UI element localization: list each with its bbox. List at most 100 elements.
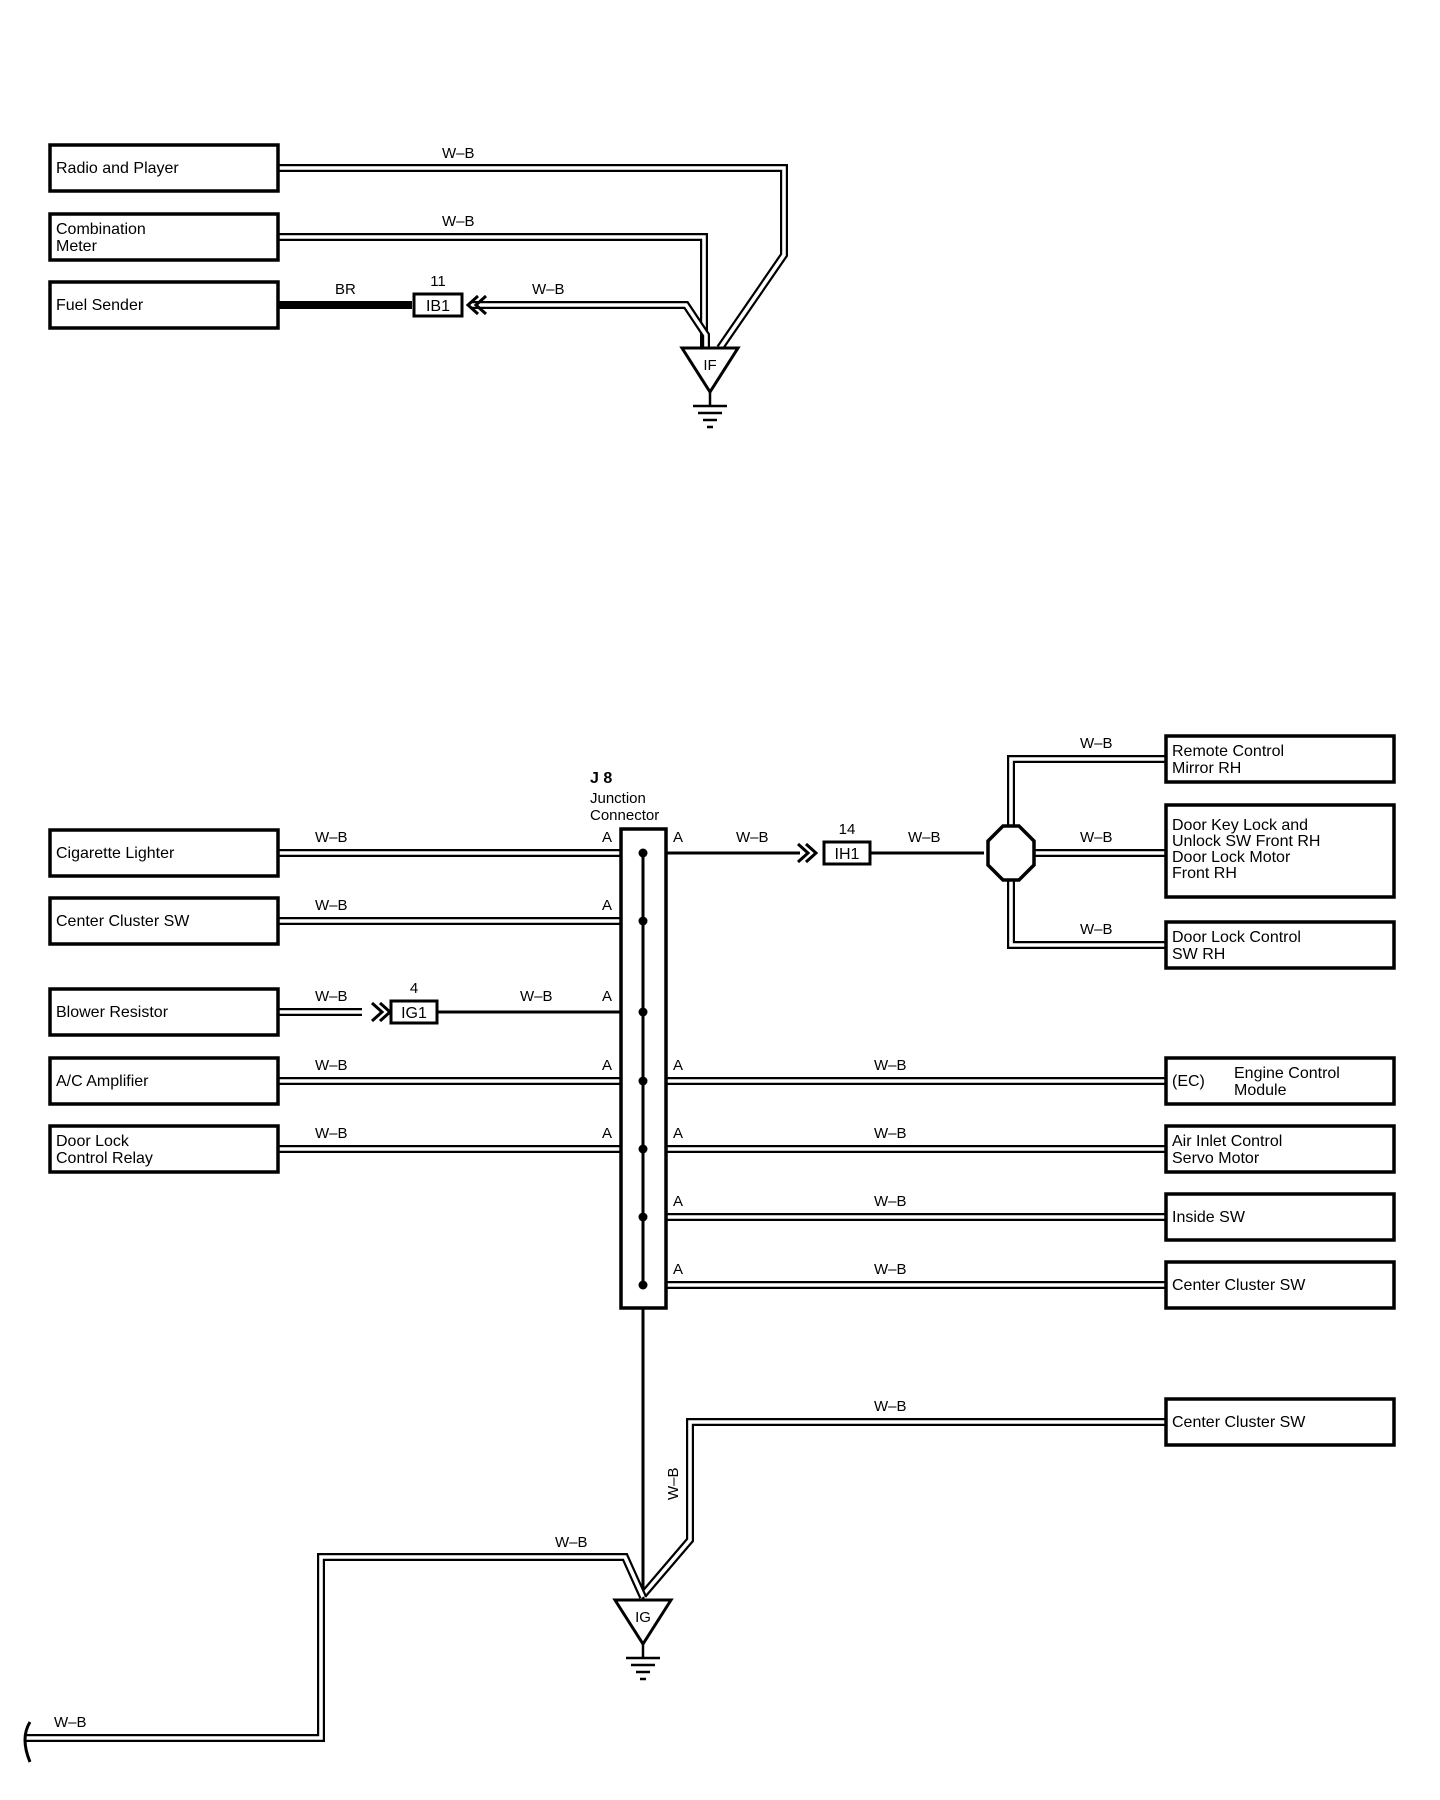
wire-label: W–B <box>1080 921 1113 938</box>
remote-mirror-box: Remote Control Mirror RH <box>1164 734 1396 784</box>
j8-pin: A <box>602 897 612 914</box>
ecm-label-2: Module <box>1234 1082 1287 1099</box>
connector-ig1-pin: 4 <box>410 980 418 997</box>
wire-label: W–B <box>315 897 348 914</box>
door-lock-sw-label-1: Door Lock Control <box>1172 929 1301 946</box>
inside-sw-label: Inside SW <box>1172 1209 1246 1226</box>
wire-label: W–B <box>315 1125 348 1142</box>
j8-pin-labels: A A A A A A A A A A <box>602 829 683 1278</box>
ecm-code: (EC) <box>1172 1073 1205 1090</box>
wire-label: W–B <box>315 829 348 846</box>
center-cluster-sw-lower-box: Center Cluster SW <box>1164 1397 1396 1447</box>
wire-label: W–B <box>874 1057 907 1074</box>
fuel-sender-label: Fuel Sender <box>56 297 144 314</box>
wire-blower-resistor <box>277 1001 644 1023</box>
radio-and-player-label: Radio and Player <box>56 160 179 177</box>
j8-pin: A <box>602 829 612 846</box>
connector-ig1-id: IG1 <box>401 1005 427 1022</box>
j8-pin: A <box>673 1193 683 1210</box>
wire-label: W–B <box>874 1125 907 1142</box>
center-cluster-sw-lower-label: Center Cluster SW <box>1172 1414 1306 1431</box>
connector-ib1: IB1 11 <box>412 273 464 318</box>
wire-label: W–B <box>520 988 553 1005</box>
ground-if-label: IF <box>703 357 716 374</box>
j8-pin: A <box>602 1057 612 1074</box>
connector-ib1-id: IB1 <box>426 298 450 315</box>
junction-dots <box>638 848 648 1290</box>
center-cluster-sw-right-box: Center Cluster SW <box>1164 1260 1396 1310</box>
ib1-arrow-icon <box>465 294 488 316</box>
ground-ig-label: IG <box>635 1609 651 1626</box>
door-lock-relay-box: Door Lock Control Relay <box>48 1124 280 1174</box>
wire-center-cluster-sw-lower <box>639 1418 1166 1598</box>
wire-label: W–B <box>1080 829 1113 846</box>
door-key-lock-label-2: Unlock SW Front RH <box>1172 833 1320 850</box>
connector-ih1-id: IH1 <box>835 846 860 863</box>
door-key-lock-label-4: Front RH <box>1172 865 1237 882</box>
junction-name-1: Junction <box>590 790 646 807</box>
door-key-lock-box: Door Key Lock and Unlock SW Front RH Doo… <box>1164 803 1396 899</box>
ground-ig-section: J 8 Junction Connector A A A A A A A A A… <box>23 734 1396 1763</box>
wire-label: W–B <box>1080 735 1113 752</box>
junction-id: J 8 <box>590 770 612 787</box>
cigarette-lighter-label: Cigarette Lighter <box>56 845 175 862</box>
radio-and-player-box: Radio and Player <box>48 143 280 193</box>
j8-pin: A <box>673 1057 683 1074</box>
inside-sw-box: Inside SW <box>1164 1192 1396 1242</box>
remote-mirror-label-2: Mirror RH <box>1172 760 1241 777</box>
ground-if-icon: IF <box>679 346 741 429</box>
ecm-label-1: Engine Control <box>1234 1065 1340 1082</box>
door-key-lock-label-3: Door Lock Motor <box>1172 849 1291 866</box>
wire-label: W–B <box>874 1193 907 1210</box>
ac-amplifier-label: A/C Amplifier <box>56 1073 149 1090</box>
door-key-lock-label-1: Door Key Lock and <box>1172 817 1308 834</box>
blower-resistor-box: Blower Resistor <box>48 987 280 1037</box>
blower-resistor-label: Blower Resistor <box>56 1004 169 1021</box>
center-cluster-sw-right-label: Center Cluster SW <box>1172 1277 1306 1294</box>
junction-name-2: Connector <box>590 807 659 824</box>
ac-amplifier-box: A/C Amplifier <box>48 1056 280 1106</box>
wire-label: W–B <box>532 281 565 298</box>
j8-pin: A <box>673 829 683 846</box>
wire-label: W–B <box>874 1261 907 1278</box>
wire-splice-branches <box>1007 755 1166 949</box>
wire-break-icon <box>23 1721 32 1763</box>
center-cluster-sw-left-box: Center Cluster SW <box>48 896 280 946</box>
combination-meter-label-1: Combination <box>56 221 146 238</box>
j8-pin: A <box>602 1125 612 1142</box>
wire-label: W–B <box>908 829 941 846</box>
wire-label: W–B <box>736 829 769 846</box>
wire-label: W–B <box>555 1534 588 1551</box>
door-lock-sw-box: Door Lock Control SW RH <box>1164 920 1396 970</box>
wire-bottom-left <box>24 1553 647 1742</box>
wire-label: W–B <box>315 1057 348 1074</box>
wire-j8-to-ih1 <box>644 842 819 864</box>
cigarette-lighter-box: Cigarette Lighter <box>48 828 280 878</box>
wire-ib1-to-ground <box>470 301 710 348</box>
connector-ih1: IH1 14 <box>822 821 872 866</box>
fuel-sender-box: Fuel Sender <box>48 280 280 330</box>
wire-label: W–B <box>874 1398 907 1415</box>
wire-label: W–B <box>442 213 475 230</box>
connector-ig1: IG1 4 <box>389 980 439 1025</box>
j8-pin: A <box>673 1125 683 1142</box>
j8-pin: A <box>673 1261 683 1278</box>
wire-label-br: BR <box>335 281 356 298</box>
center-cluster-sw-left-label: Center Cluster SW <box>56 913 190 930</box>
wire-label-vertical: W–B <box>665 1467 682 1500</box>
remote-mirror-label-1: Remote Control <box>1172 743 1284 760</box>
air-inlet-label-1: Air Inlet Control <box>1172 1133 1282 1150</box>
door-lock-sw-label-2: SW RH <box>1172 946 1225 963</box>
wire-combination-meter <box>277 233 708 348</box>
splice-point-icon <box>986 824 1036 882</box>
j8-pin: A <box>602 988 612 1005</box>
ground-ig-icon: IG <box>612 1598 674 1681</box>
connector-ib1-pin: 11 <box>430 273 446 290</box>
ecm-box: (EC) Engine Control Module <box>1164 1056 1396 1106</box>
air-inlet-box: Air Inlet Control Servo Motor <box>1164 1124 1396 1174</box>
combination-meter-label-2: Meter <box>56 238 98 255</box>
door-lock-relay-label-2: Control Relay <box>56 1150 153 1167</box>
wire-label: W–B <box>315 988 348 1005</box>
wire-label: W–B <box>54 1714 87 1731</box>
wire-color-labels: W–B W–B W–B W–B W–B W–B W–B W–B W–B W–B … <box>54 735 1113 1731</box>
